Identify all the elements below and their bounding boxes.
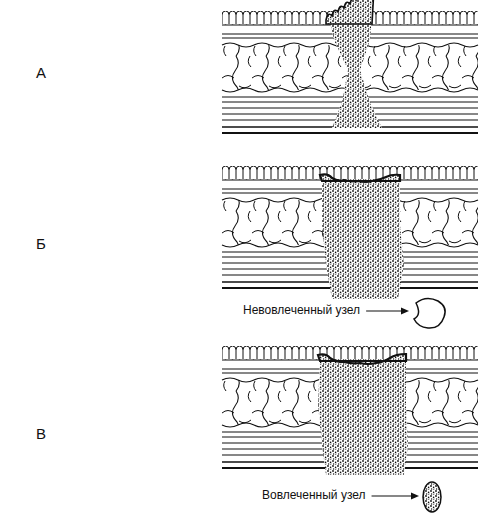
involved-lymph-node <box>423 482 441 512</box>
stage-letter: А <box>36 64 46 81</box>
stage-letter: В <box>36 425 46 442</box>
stage-letter: Б <box>36 235 46 252</box>
node-label: Невовлеченный узел <box>243 304 360 318</box>
leader-arrow <box>366 308 409 315</box>
wall-panel-b <box>222 166 478 299</box>
node-label: Вовлеченный узел <box>262 489 366 503</box>
uninvolved-lymph-node <box>414 298 445 328</box>
leader-arrow <box>372 493 419 500</box>
wall-panel-a <box>222 0 478 133</box>
wall-panel-c <box>222 346 478 475</box>
